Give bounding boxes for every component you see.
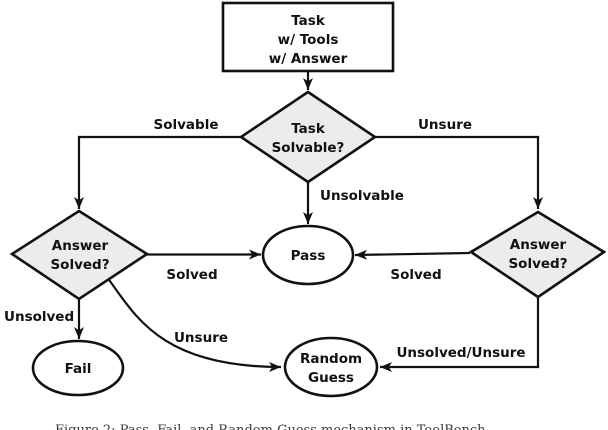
task-box-line2: w/ Tools	[278, 32, 339, 48]
edges	[74, 71, 543, 372]
edge-unsure-right	[375, 135, 543, 209]
edge-unsolved-unsure-to-random-guess	[380, 297, 540, 372]
task-box-line3: w/ Answer	[269, 51, 348, 67]
nodes: Task w/ Tools w/ Answer Task Solvable? A…	[9, 1, 607, 398]
task-solvable-line2: Solvable?	[272, 140, 345, 156]
label-solved-left: Solved	[166, 267, 217, 283]
figure-caption: Figure 2: Pass, Fail, and Random Guess m…	[55, 423, 595, 430]
label-unsolved-unsure: Unsolved/Unsure	[396, 345, 525, 361]
pass-ellipse	[261, 224, 355, 286]
fail-label: Fail	[65, 361, 92, 377]
answer-solved-left-diamond	[9, 209, 150, 301]
edge-unsure-to-random-guess	[106, 276, 282, 372]
edge-solvable-left	[74, 135, 241, 209]
random-guess-ellipse	[283, 336, 379, 398]
label-solved-right: Solved	[390, 267, 441, 283]
task-box-line1: Task	[291, 13, 326, 29]
answer-solved-right-diamond	[468, 210, 607, 299]
label-solvable: Solvable	[154, 117, 219, 133]
answer-solved-right-line2: Solved?	[508, 256, 567, 272]
task-box	[221, 1, 395, 73]
pass-label: Pass	[291, 248, 326, 264]
label-unsure-curve: Unsure	[174, 330, 228, 346]
task-solvable-line1: Task	[291, 121, 326, 137]
answer-solved-left-line2: Solved?	[50, 257, 109, 273]
label-unsolved: Unsolved	[4, 309, 74, 325]
label-unsure-top: Unsure	[418, 117, 472, 133]
task-solvable-diamond	[238, 90, 378, 184]
edge-right-solved-to-pass	[354, 249, 471, 260]
fail-ellipse	[31, 339, 125, 397]
random-guess-line2: Guess	[308, 370, 354, 386]
label-unsolvable: Unsolvable	[320, 188, 404, 204]
edge-labels: Solvable Unsure Unsolvable Solved Solved…	[4, 117, 526, 361]
answer-solved-left-line1: Answer	[52, 238, 109, 254]
random-guess-line1: Random	[300, 351, 362, 367]
answer-solved-right-line1: Answer	[510, 237, 567, 253]
